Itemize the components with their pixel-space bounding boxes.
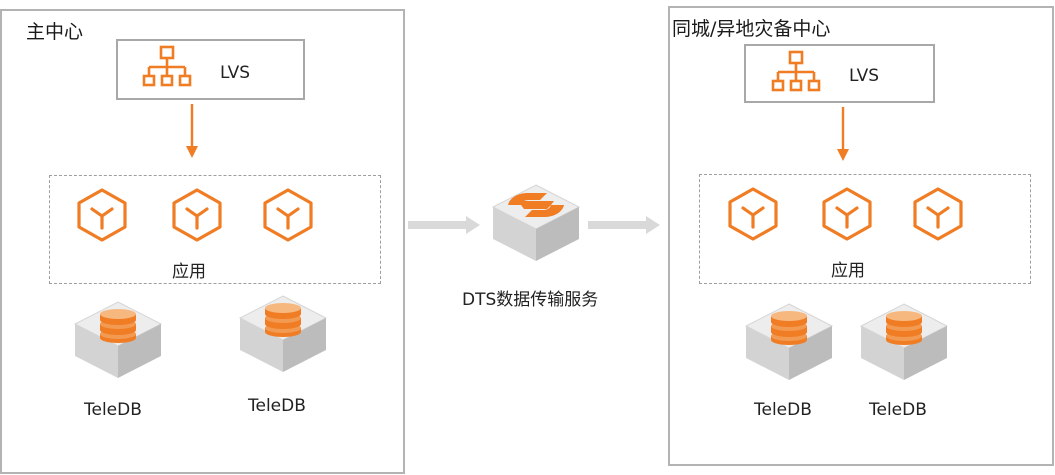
primary-app-label: 应用 — [172, 262, 206, 282]
dts-service-icon — [492, 184, 580, 262]
standby-app-label: 应用 — [831, 261, 865, 281]
primary-db-2-label: TeleDB — [248, 396, 306, 416]
primary-app-group — [49, 175, 381, 284]
standby-db-1-icon — [745, 303, 833, 381]
primary-center-region — [0, 9, 405, 474]
standby-db-2-icon — [860, 303, 948, 381]
primary-lvs-to-app-arrow — [186, 104, 198, 158]
dts-sync-icon — [508, 193, 564, 217]
primary-lvs-label: LVS — [220, 63, 251, 83]
primary-db-2-icon — [239, 295, 327, 373]
standby-lvs-box — [744, 44, 935, 103]
standby-lvs-to-app-arrow — [837, 107, 849, 161]
primary-app-node-icon — [172, 188, 222, 242]
primary-app-node-icon — [263, 188, 313, 242]
dts-service-label: DTS数据传输服务 — [462, 290, 599, 310]
primary-db-1-icon — [74, 301, 162, 379]
standby-db-1-label: TeleDB — [754, 400, 812, 420]
standby-lvs-network-icon — [771, 50, 821, 92]
flow-arrow-left — [408, 216, 480, 234]
primary-center-title: 主中心 — [26, 21, 84, 43]
standby-center-title: 同城/异地灾备中心 — [672, 18, 831, 40]
primary-db-1-label: TeleDB — [84, 400, 142, 420]
standby-app-node-icon — [913, 187, 963, 241]
primary-lvs-box — [116, 39, 305, 100]
standby-lvs-label: LVS — [849, 66, 880, 86]
standby-center-region — [668, 6, 1054, 466]
standby-app-node-icon — [728, 187, 778, 241]
flow-arrow-right — [588, 216, 660, 234]
primary-app-node-icon — [77, 188, 127, 242]
standby-app-node-icon — [822, 187, 872, 241]
primary-lvs-network-icon — [142, 45, 192, 87]
standby-app-group — [699, 174, 1031, 284]
standby-db-2-label: TeleDB — [869, 400, 927, 420]
